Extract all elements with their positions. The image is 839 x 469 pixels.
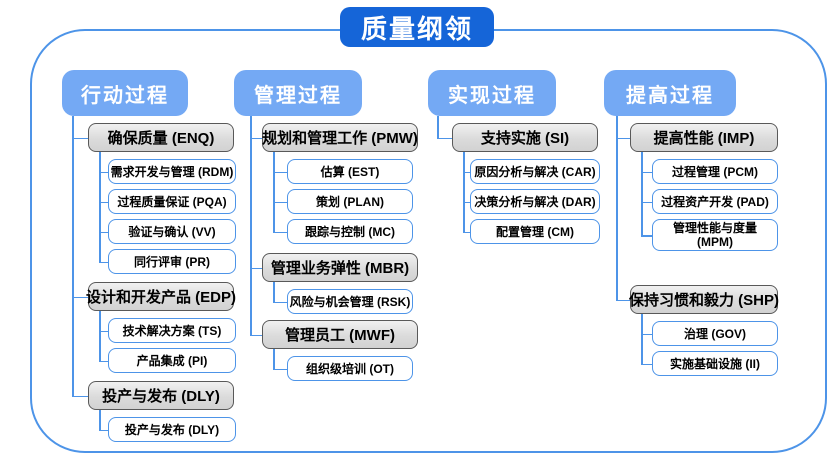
connector-subtrunk bbox=[463, 152, 465, 232]
process-item-box: 实施基础设施 (II) bbox=[652, 351, 778, 376]
process-item-box: 配置管理 (CM) bbox=[470, 219, 600, 244]
connector-branch bbox=[273, 231, 287, 233]
process-item-box: 验证与确认 (VV) bbox=[108, 219, 236, 244]
connector-subtrunk bbox=[641, 152, 643, 235]
process-item-box: 同行评审 (PR) bbox=[108, 249, 236, 274]
connector-branch bbox=[616, 299, 630, 301]
connector-subtrunk bbox=[273, 349, 275, 369]
column-header-action-process: 行动过程 bbox=[62, 70, 188, 116]
process-item-box: 原因分析与解决 (CAR) bbox=[470, 159, 600, 184]
connector-branch bbox=[99, 330, 108, 332]
connector-branch bbox=[99, 171, 108, 173]
process-item-box: 策划 (PLAN) bbox=[287, 189, 413, 214]
connector-branch bbox=[463, 171, 470, 173]
connector-branch bbox=[641, 171, 652, 173]
process-item-box: 决策分析与解决 (DAR) bbox=[470, 189, 600, 214]
connector-branch bbox=[273, 368, 287, 370]
connector-branch bbox=[273, 301, 287, 303]
column-header-improvement-process: 提高过程 bbox=[604, 70, 736, 116]
process-item-box: 过程管理 (PCM) bbox=[652, 159, 778, 184]
process-item-box: 管理性能与度量 (MPM) bbox=[652, 219, 778, 251]
connector-branch bbox=[273, 201, 287, 203]
process-area-box: 规划和管理工作 (PMW) bbox=[262, 123, 418, 152]
diagram-title: 质量纲领 bbox=[340, 7, 494, 47]
connector-subtrunk bbox=[273, 282, 275, 302]
process-area-box: 支持实施 (SI) bbox=[452, 123, 598, 152]
connector-trunk bbox=[437, 116, 439, 138]
connector-branch bbox=[72, 296, 88, 298]
connector-branch bbox=[99, 231, 108, 233]
process-area-box: 投产与发布 (DLY) bbox=[88, 381, 234, 410]
process-item-box: 估算 (EST) bbox=[287, 159, 413, 184]
connector-branch bbox=[72, 395, 88, 397]
process-area-box: 设计和开发产品 (EDP) bbox=[86, 282, 236, 311]
connector-subtrunk bbox=[99, 152, 101, 262]
process-item-box: 技术解决方案 (TS) bbox=[108, 318, 236, 343]
process-item-box: 需求开发与管理 (RDM) bbox=[108, 159, 236, 184]
process-item-box: 跟踪与控制 (MC) bbox=[287, 219, 413, 244]
connector-branch bbox=[99, 261, 108, 263]
connector-branch bbox=[99, 429, 108, 431]
process-area-box: 确保质量 (ENQ) bbox=[88, 123, 234, 152]
process-area-box: 管理员工 (MWF) bbox=[262, 320, 418, 349]
process-item-box: 投产与发布 (DLY) bbox=[108, 417, 236, 442]
process-area-box: 管理业务弹性 (MBR) bbox=[262, 253, 418, 282]
connector-subtrunk bbox=[99, 311, 101, 361]
connector-branch bbox=[641, 363, 652, 365]
connector-trunk bbox=[616, 116, 618, 300]
connector-branch bbox=[250, 334, 262, 336]
connector-branch bbox=[437, 137, 452, 139]
connector-branch bbox=[641, 235, 652, 237]
connector-subtrunk bbox=[273, 152, 275, 232]
connector-branch bbox=[463, 231, 470, 233]
process-item-box: 过程资产开发 (PAD) bbox=[652, 189, 778, 214]
connector-branch bbox=[463, 201, 470, 203]
connector-branch bbox=[616, 137, 630, 139]
column-header-realization-process: 实现过程 bbox=[428, 70, 556, 116]
connector-branch bbox=[273, 171, 287, 173]
process-item-box: 治理 (GOV) bbox=[652, 321, 778, 346]
connector-subtrunk bbox=[641, 314, 643, 364]
connector-branch bbox=[641, 333, 652, 335]
connector-branch bbox=[99, 201, 108, 203]
process-item-box: 风险与机会管理 (RSK) bbox=[287, 289, 413, 314]
connector-trunk bbox=[72, 116, 74, 396]
connector-branch bbox=[250, 267, 262, 269]
process-item-box: 产品集成 (PI) bbox=[108, 348, 236, 373]
process-item-box: 组织级培训 (OT) bbox=[287, 356, 413, 381]
connector-branch bbox=[72, 137, 88, 139]
connector-subtrunk bbox=[99, 410, 101, 430]
process-item-box: 过程质量保证 (PQA) bbox=[108, 189, 236, 214]
process-area-box: 提高性能 (IMP) bbox=[630, 123, 778, 152]
connector-trunk bbox=[250, 116, 252, 335]
connector-branch bbox=[250, 137, 262, 139]
process-area-box: 保持习惯和毅力 (SHP) bbox=[629, 285, 779, 314]
connector-branch bbox=[641, 201, 652, 203]
column-header-management-process: 管理过程 bbox=[234, 70, 362, 116]
connector-branch bbox=[99, 360, 108, 362]
